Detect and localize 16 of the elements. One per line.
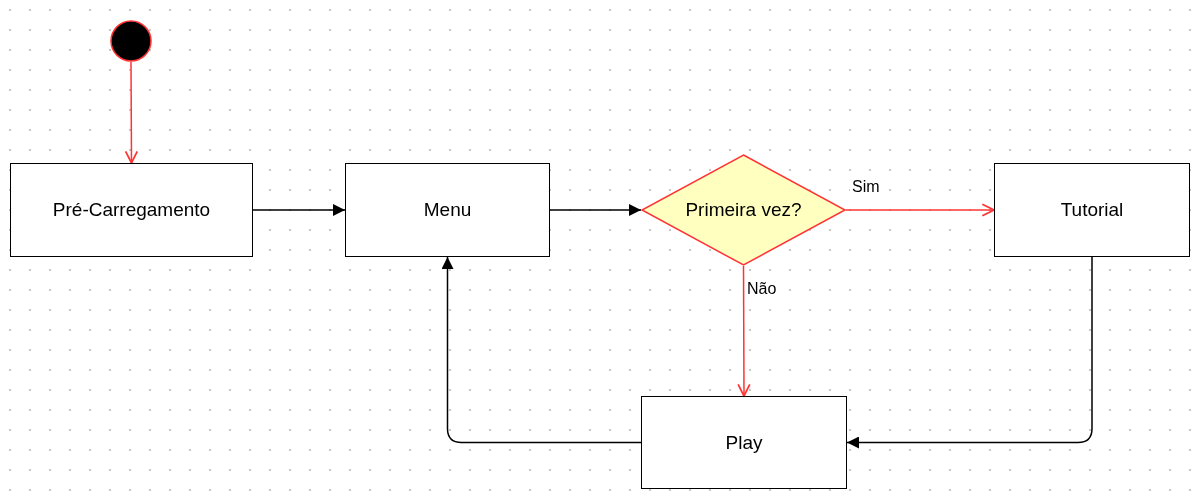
node-label: Primeira vez?	[685, 199, 802, 221]
arrow	[124, 61, 139, 164]
node-label: Menu	[423, 199, 472, 221]
process-box	[994, 163, 1190, 257]
arrow	[549, 204, 642, 216]
arrow	[252, 204, 346, 216]
process-box	[10, 163, 253, 257]
process-box	[641, 396, 847, 489]
node-label: Pré-Carregamento	[52, 199, 211, 221]
arrow	[441, 256, 642, 444]
arrow	[846, 256, 1093, 449]
node-label: Tutorial	[1060, 199, 1124, 221]
process-box	[345, 163, 550, 257]
arrow	[737, 265, 751, 397]
arrow	[845, 203, 995, 217]
node-label: Play	[725, 431, 763, 454]
